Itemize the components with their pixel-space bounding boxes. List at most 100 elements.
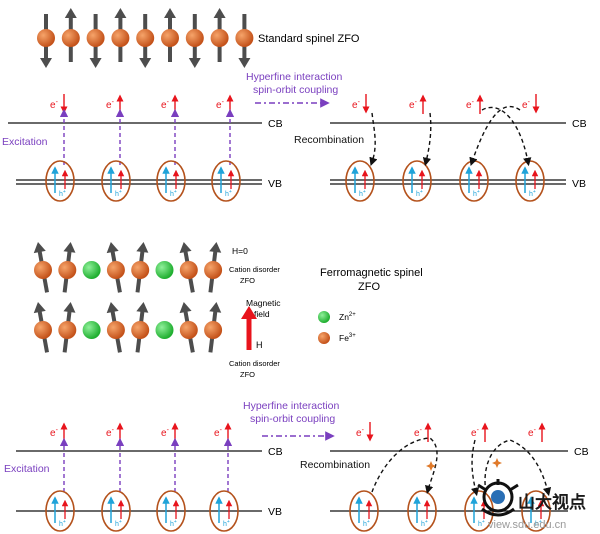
hole-cell-p1-right-hole-label: h+ — [359, 189, 366, 198]
hole-cell-p2-left-ellipse — [209, 490, 239, 532]
hole-cell-p2-right-hole-label: h+ — [535, 519, 542, 528]
hole-cell-p1-right-ellipse — [345, 160, 375, 202]
electron-p1-left-label: e- — [161, 99, 170, 111]
electron-p1-left-sup: - — [112, 99, 115, 106]
magnetic-label: Magnetic — [246, 298, 281, 308]
hole-cell-p1-left-hole-label: h+ — [225, 189, 232, 198]
electron-p1-left-sup: - — [222, 99, 225, 106]
soc-label-2: spin-orbit coupling — [250, 413, 335, 425]
fe-spin-arrow-head — [114, 8, 127, 18]
hole-cell-p1-left-ellipse — [45, 160, 75, 202]
electron-p2-left-sup: - — [56, 427, 59, 434]
electron-p2-right-label: e- — [356, 427, 365, 439]
watermark-eye-logo — [477, 479, 519, 517]
fe-spin-arrow-head — [106, 302, 119, 314]
electron-p1-left-sup: - — [167, 99, 170, 106]
fe-spin-arrow-head — [40, 58, 52, 68]
electron-p1-right-sup: - — [358, 99, 361, 106]
cb-label-1r: CB — [572, 118, 587, 130]
hole-cell-p2-right-ellipse — [521, 490, 551, 532]
recombination-path-p1 — [369, 112, 378, 166]
fe-spin-arrow-head — [213, 8, 226, 18]
hole-cell-p1-right-hole-label: h+ — [473, 189, 480, 198]
electron-p2-left-label: e- — [106, 427, 115, 439]
panel-1-carriers: e-h+e-h+e-h+e-h+e-h+e-h+e-h+e-h+ — [45, 94, 545, 202]
fe-spin-arrow-head — [209, 242, 222, 253]
hole-cell-p1-left-ellipse — [101, 160, 131, 202]
hole-cell-p1-left-ellipse — [156, 160, 186, 202]
recombination-path-p2 — [371, 437, 438, 495]
fe-atom — [136, 29, 155, 47]
zn-legend-dot — [318, 311, 330, 323]
hole-cell-p2-left-hole-sup: + — [119, 519, 122, 525]
fe-spin-arrow-head — [63, 302, 76, 313]
cb-label-2l: CB — [268, 446, 283, 458]
recombination-path-p1 — [481, 106, 532, 167]
electron-p1-right-label: e- — [409, 99, 418, 111]
h0-label: H=0 — [232, 246, 248, 256]
excitation-label-2: Excitation — [4, 463, 50, 475]
electron-p1-right-label: e- — [466, 99, 475, 111]
fe-spin-arrow-head — [33, 242, 46, 254]
fe-spin-arrow-head — [139, 58, 152, 68]
fe-spin-arrow-head — [188, 58, 201, 68]
hole-cell-p1-left-hole-sup: + — [229, 189, 232, 195]
recombination-path-p1 — [469, 105, 521, 166]
electron-p2-left-sup: - — [112, 427, 115, 434]
electron-p2-left-label: e- — [214, 427, 223, 439]
zn-atom — [82, 261, 101, 279]
hole-cell-p1-left-hole-label: h+ — [59, 189, 66, 198]
hole-cell-p1-left-hole-label: h+ — [115, 189, 122, 198]
fe-atom — [34, 321, 52, 339]
fe-spin-arrow-head — [63, 242, 76, 253]
hole-cell-p2-right-hole-sup: + — [539, 519, 542, 525]
fe-spin-arrow-head — [89, 58, 102, 68]
fe-atom — [37, 29, 55, 47]
fe-spin-arrow-head — [136, 242, 149, 253]
magnetic-field-arrowhead — [241, 306, 257, 319]
electron-p2-left-sup: - — [167, 427, 170, 434]
cation-disorder-label-1: Cation disorder — [229, 265, 280, 274]
hole-cell-p2-right-hole-sup: + — [367, 519, 370, 525]
recombination-path-p2 — [470, 439, 480, 497]
hyperfine-label-1: Hyperfine interaction — [246, 71, 342, 83]
ferro-title-line2: ZFO — [358, 281, 380, 293]
fe-atom — [34, 261, 52, 279]
hole-cell-p1-left-hole-label: h+ — [170, 189, 177, 198]
soc-label-1: spin-orbit coupling — [253, 84, 338, 96]
vb-label-2l: VB — [268, 506, 282, 518]
cation-disorder-label-2: Cation disorder — [229, 359, 280, 368]
electron-p2-left-label: e- — [50, 427, 59, 439]
electron-p1-right-label: e- — [352, 99, 361, 111]
hole-cell-p1-left-hole-sup: + — [119, 189, 122, 195]
electron-p2-right-sup: - — [477, 427, 480, 434]
zn-atom — [82, 321, 101, 339]
electron-p1-right-sup: - — [415, 99, 418, 106]
hole-cell-p2-left-hole-sup: + — [227, 519, 230, 525]
fe-atom — [58, 261, 77, 279]
standard-title: Standard spinel ZFO — [258, 33, 360, 45]
hole-cell-p2-left-ellipse — [45, 490, 75, 532]
fe-spin-arrow-head — [179, 302, 192, 314]
standard-spinel-atoms — [37, 8, 254, 68]
hole-cell-p2-right-hole-sup: + — [425, 519, 428, 525]
electron-p2-right-sup: - — [362, 427, 365, 434]
fe-atom — [58, 321, 77, 339]
fe-atom — [111, 29, 130, 47]
electron-p1-right-sup: - — [472, 99, 475, 106]
fe-atom — [179, 321, 198, 339]
electron-p2-right-sup: - — [534, 427, 537, 434]
hole-cell-p2-right-hole-sup: + — [482, 519, 485, 525]
hole-cell-p2-left-hole-label: h+ — [170, 519, 177, 528]
recombination-path-p1 — [422, 112, 432, 167]
hole-cell-p2-left-hole-label: h+ — [59, 519, 66, 528]
hole-cell-p2-left-ellipse — [101, 490, 131, 532]
electron-p2-right-label: e- — [471, 427, 480, 439]
fe-atom — [131, 261, 150, 279]
vb-label-1l: VB — [268, 178, 282, 190]
field-label: field — [254, 309, 270, 319]
hole-cell-p1-right-hole-sup: + — [363, 189, 366, 195]
fe-atom — [210, 29, 229, 47]
hole-cell-p1-right-ellipse — [402, 160, 432, 202]
zfo-small-label-1: ZFO — [240, 276, 255, 285]
